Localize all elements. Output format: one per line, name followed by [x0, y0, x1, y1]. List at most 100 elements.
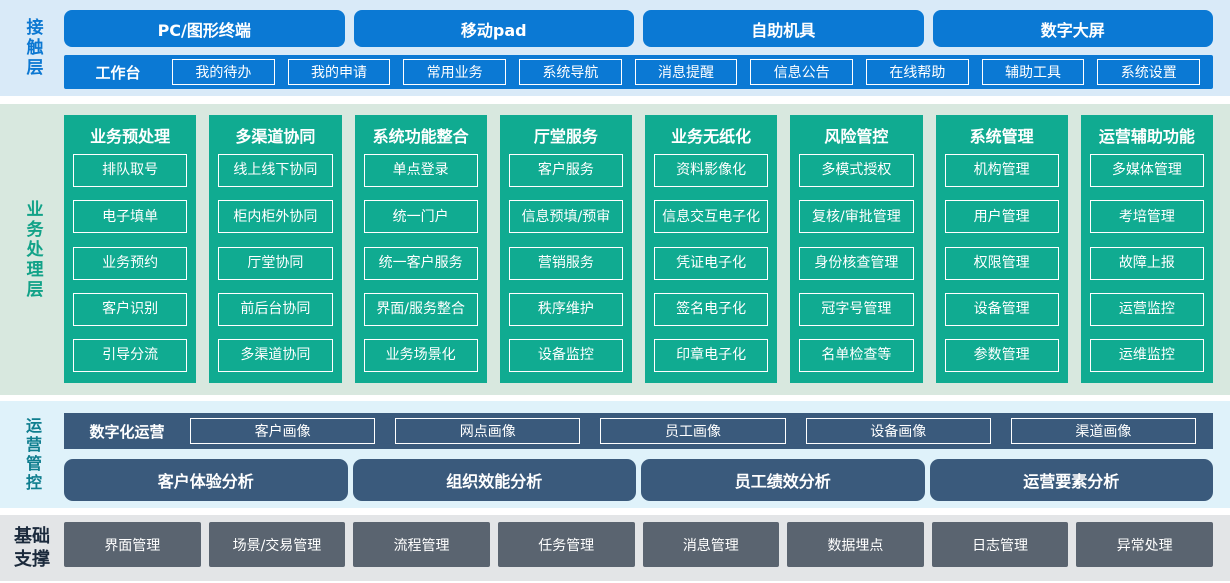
- column-item[interactable]: 多模式授权: [799, 154, 914, 187]
- column-item[interactable]: 多渠道协同: [218, 339, 333, 372]
- business-layer-content: 业务预处理 排队取号电子填单业务预约客户识别引导分流 多渠道协同 线上线下协同柜…: [64, 104, 1230, 395]
- contact-layer-label: 接触层: [22, 18, 43, 78]
- column-item[interactable]: 引导分流: [73, 339, 188, 372]
- channel-button[interactable]: PC/图形终端: [64, 10, 345, 47]
- business-column-ops-aux: 运营辅助功能 多媒体管理考培管理故障上报运营监控运维监控: [1080, 115, 1213, 383]
- operations-layer-content: 数字化运营 客户画像网点画像员工画像设备画像渠道画像 客户体验分析组织效能分析员…: [64, 401, 1230, 508]
- column-item[interactable]: 设备管理: [944, 292, 1059, 326]
- foundation-button[interactable]: 消息管理: [642, 522, 780, 567]
- channel-button[interactable]: 自助机具: [643, 10, 924, 47]
- workbench-item[interactable]: 我的申请: [287, 59, 391, 85]
- column-title: 风险管控: [824, 127, 889, 146]
- column-title: 系统功能整合: [372, 127, 469, 146]
- column-item[interactable]: 签名电子化: [654, 292, 769, 326]
- column-item[interactable]: 设备监控: [508, 339, 623, 372]
- business-column-risk-control: 风险管控 多模式授权复核/审批管理身份核查管理冠字号管理名单检查等: [790, 115, 923, 383]
- column-item[interactable]: 资料影像化: [654, 154, 769, 187]
- analysis-button[interactable]: 员工绩效分析: [641, 459, 925, 501]
- column-item[interactable]: 运维监控: [1089, 339, 1204, 372]
- column-item[interactable]: 故障上报: [1089, 246, 1204, 280]
- column-item[interactable]: 业务场景化: [363, 339, 478, 372]
- column-item[interactable]: 界面/服务整合: [363, 292, 478, 326]
- column-title: 运营辅助功能: [1098, 127, 1195, 146]
- column-item[interactable]: 线上线下协同: [218, 154, 333, 187]
- foundation-button[interactable]: 任务管理: [497, 522, 635, 567]
- column-item[interactable]: 冠字号管理: [799, 292, 914, 326]
- channel-button[interactable]: 数字大屏: [932, 10, 1213, 47]
- foundation-layer-gutter: 基础 支撑: [0, 515, 64, 581]
- column-item[interactable]: 排队取号: [73, 154, 188, 187]
- column-item[interactable]: 电子填单: [73, 200, 188, 234]
- portrait-item[interactable]: 设备画像: [805, 418, 991, 444]
- column-items: 客户服务信息预填/预审营销服务秩序维护设备监控: [508, 154, 623, 372]
- foundation-button[interactable]: 数据埋点: [787, 522, 924, 567]
- business-column-lobby-service: 厅堂服务 客户服务信息预填/预审营销服务秩序维护设备监控: [499, 115, 632, 383]
- business-column-paperless: 业务无纸化 资料影像化信息交互电子化凭证电子化签名电子化印章电子化: [645, 115, 778, 383]
- portrait-item[interactable]: 员工画像: [600, 418, 786, 444]
- business-column-preprocess: 业务预处理 排队取号电子填单业务预约客户识别引导分流: [64, 115, 197, 383]
- portrait-item[interactable]: 客户画像: [190, 418, 376, 444]
- column-title: 系统管理: [969, 127, 1034, 146]
- column-item[interactable]: 营销服务: [508, 246, 623, 280]
- column-item[interactable]: 身份核查管理: [799, 246, 914, 280]
- channel-button[interactable]: 移动pad: [353, 10, 634, 47]
- portrait-item[interactable]: 渠道画像: [1010, 418, 1197, 444]
- column-item[interactable]: 用户管理: [944, 200, 1059, 234]
- foundation-support-layer: 基础 支撑 界面管理场景/交易管理流程管理任务管理消息管理数据埋点日志管理异常处…: [0, 515, 1230, 581]
- column-item[interactable]: 印章电子化: [654, 339, 769, 372]
- foundation-button[interactable]: 日志管理: [931, 522, 1069, 567]
- business-layer-gutter: 业务处理层: [0, 104, 64, 395]
- foundation-button[interactable]: 场景/交易管理: [208, 522, 346, 567]
- column-item[interactable]: 考培管理: [1089, 200, 1204, 234]
- analysis-button[interactable]: 客户体验分析: [64, 459, 348, 501]
- business-column-integration: 系统功能整合 单点登录统一门户统一客户服务界面/服务整合业务场景化: [354, 115, 487, 383]
- column-item[interactable]: 运营监控: [1089, 292, 1204, 326]
- column-title: 多渠道协同: [235, 127, 316, 146]
- column-item[interactable]: 权限管理: [944, 246, 1059, 280]
- foundation-buttons-row: 界面管理场景/交易管理流程管理任务管理消息管理数据埋点日志管理异常处理: [64, 522, 1213, 567]
- column-item[interactable]: 单点登录: [363, 154, 478, 187]
- workbench-item[interactable]: 消息提醒: [634, 59, 738, 85]
- column-item[interactable]: 秩序维护: [508, 292, 623, 326]
- column-item[interactable]: 参数管理: [944, 339, 1059, 372]
- operations-control-layer: 运营管控 数字化运营 客户画像网点画像员工画像设备画像渠道画像 客户体验分析组织…: [0, 401, 1230, 508]
- column-item[interactable]: 统一客户服务: [363, 246, 478, 280]
- column-item[interactable]: 信息预填/预审: [508, 200, 623, 234]
- workbench-item[interactable]: 信息公告: [750, 59, 854, 85]
- workbench-item[interactable]: 我的待办: [172, 59, 275, 85]
- analysis-button[interactable]: 运营要素分析: [929, 459, 1213, 501]
- column-item[interactable]: 客户识别: [73, 292, 188, 326]
- operations-layer-label: 运营管控: [23, 416, 42, 493]
- column-item[interactable]: 机构管理: [944, 154, 1059, 187]
- column-item[interactable]: 凭证电子化: [654, 246, 769, 280]
- column-item[interactable]: 前后台协同: [218, 292, 333, 326]
- foundation-layer-content: 界面管理场景/交易管理流程管理任务管理消息管理数据埋点日志管理异常处理: [64, 515, 1230, 581]
- column-item[interactable]: 多媒体管理: [1089, 154, 1204, 187]
- portrait-item[interactable]: 网点画像: [395, 418, 581, 444]
- column-item[interactable]: 信息交互电子化: [654, 200, 769, 234]
- foundation-button[interactable]: 异常处理: [1076, 522, 1213, 567]
- business-column-multichannel: 多渠道协同 线上线下协同柜内柜外协同厅堂协同前后台协同多渠道协同: [209, 115, 342, 383]
- column-title: 厅堂服务: [533, 127, 598, 146]
- column-item[interactable]: 名单检查等: [799, 339, 914, 372]
- column-title: 业务无纸化: [671, 127, 752, 146]
- column-item[interactable]: 统一门户: [363, 200, 478, 234]
- workbench-item[interactable]: 系统导航: [519, 59, 622, 85]
- foundation-button[interactable]: 流程管理: [353, 522, 490, 567]
- workbench-item[interactable]: 辅助工具: [981, 59, 1085, 85]
- workbench-item[interactable]: 系统设置: [1097, 59, 1201, 85]
- analysis-buttons-row: 客户体验分析组织效能分析员工绩效分析运营要素分析: [64, 459, 1213, 501]
- column-item[interactable]: 业务预约: [73, 246, 188, 280]
- foundation-button[interactable]: 界面管理: [64, 522, 201, 567]
- column-item[interactable]: 客户服务: [508, 154, 623, 187]
- workbench-item[interactable]: 常用业务: [403, 59, 507, 85]
- workbench-item[interactable]: 在线帮助: [866, 59, 969, 85]
- column-item[interactable]: 柜内柜外协同: [218, 200, 333, 234]
- analysis-button[interactable]: 组织效能分析: [352, 459, 636, 501]
- column-item[interactable]: 复核/审批管理: [799, 200, 914, 234]
- digital-operations-label: 数字化运营: [89, 422, 165, 441]
- column-item[interactable]: 厅堂协同: [218, 246, 333, 280]
